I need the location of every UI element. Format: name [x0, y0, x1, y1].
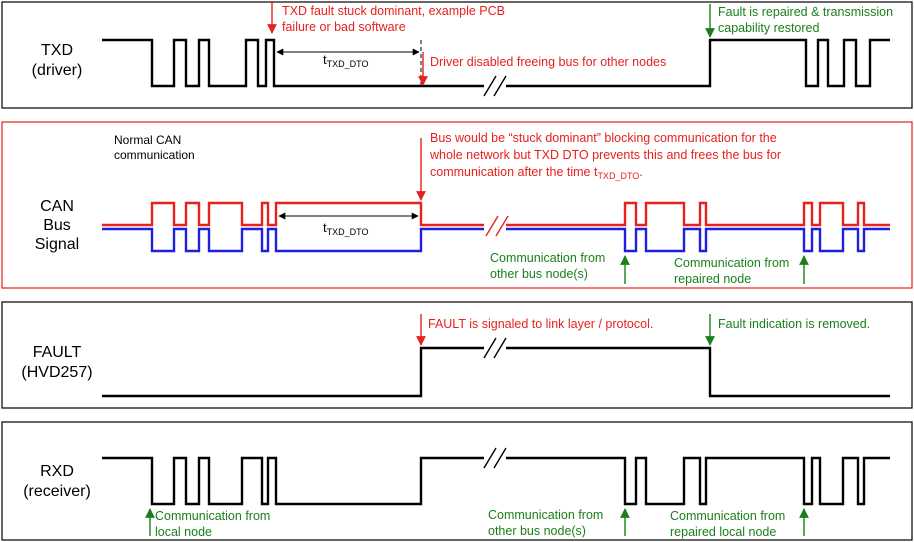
rxd-other-node-annotation-line2: other bus node(s)	[488, 524, 586, 538]
can-break-mark-1	[485, 215, 499, 237]
can-stuck-annotation-line2: whole network but TXD DTO prevents this …	[429, 148, 781, 162]
rxd-other-node-annotation-line1: Communication from	[488, 508, 603, 522]
can-normal-annotation-line2: communication	[114, 148, 195, 162]
rxd-label-line2: (receiver)	[23, 483, 91, 500]
rxd-waveform-part1	[102, 456, 484, 506]
rxd-break-mark-1	[483, 447, 497, 469]
rxd-repaired-node-annotation-line2: repaired local node	[670, 525, 776, 539]
fault-label-line2: (HVD257)	[21, 364, 92, 381]
rxd-waveform-part2	[506, 456, 890, 506]
can-normal-annotation-line1: Normal CAN	[114, 133, 181, 147]
txd-fault-annotation-line1: TXD fault stuck dominant, example PCB	[282, 4, 505, 18]
panel-fault: FAULT (HVD257) FAULT is signaled to link…	[1, 301, 913, 409]
panel-can-bus: CAN Bus Signal tTXD_DTO Normal CAN commu…	[1, 121, 913, 289]
canl-waveform-part1	[102, 227, 484, 253]
can-dto-label: tTXD_DTO	[323, 220, 368, 237]
panel-can-frame	[1, 121, 913, 289]
txd-break-mark-1	[483, 75, 497, 97]
panel-fault-frame	[1, 301, 913, 409]
can-label-line2: Bus	[43, 217, 71, 234]
panel-txd: TXD (driver) tTXD_DTO TXD fault stuck do…	[1, 1, 913, 109]
rxd-local-node-annotation-line1: Communication from	[155, 509, 270, 523]
rxd-local-node-annotation-line2: local node	[155, 525, 212, 539]
canh-waveform-part2	[506, 201, 890, 227]
can-stuck-annotation-line3: communication after the time tTXD_DTO.	[430, 165, 643, 181]
can-other-node-annotation-line2: other bus node(s)	[490, 267, 588, 281]
can-stuck-annotation-line1: Bus would be “stuck dominant” blocking c…	[430, 131, 777, 145]
txd-label-line2: (driver)	[32, 62, 83, 79]
fault-break-mark-2	[493, 337, 507, 359]
rxd-label-line1: RXD	[40, 463, 74, 480]
panel-txd-frame	[1, 1, 913, 109]
can-break-mark-2	[495, 215, 509, 237]
txd-repaired-annotation-line1: Fault is repaired & transmission	[718, 5, 893, 19]
can-repaired-node-annotation-line2: repaired node	[674, 272, 751, 286]
fault-break-mark-1	[483, 337, 497, 359]
canh-waveform-part1	[102, 201, 484, 227]
fault-signaled-annotation: FAULT is signaled to link layer / protoc…	[428, 317, 653, 331]
fault-waveform-part1	[102, 346, 484, 398]
txd-break-mark-2	[493, 75, 507, 97]
txd-repaired-annotation-line2: capability restored	[718, 21, 819, 35]
txd-fault-annotation-line2: failure or bad software	[282, 20, 406, 34]
panel-rxd-frame	[1, 421, 913, 541]
can-label-line3: Signal	[35, 236, 79, 253]
txd-label-line1: TXD	[41, 42, 73, 59]
fault-removed-annotation: Fault indication is removed.	[718, 317, 870, 331]
txd-disabled-annotation: Driver disabled freeing bus for other no…	[430, 55, 666, 69]
txd-dto-label: tTXD_DTO	[323, 52, 368, 69]
txd-waveform-part2	[506, 38, 890, 88]
can-label-line1: CAN	[40, 198, 74, 215]
fault-label-line1: FAULT	[33, 344, 82, 361]
can-repaired-node-annotation-line1: Communication from	[674, 256, 789, 270]
panel-rxd: RXD (receiver) Communication from local …	[1, 421, 913, 541]
txd-waveform-part1	[102, 38, 484, 88]
rxd-repaired-node-annotation-line1: Communication from	[670, 509, 785, 523]
fault-waveform-part2	[506, 346, 890, 398]
rxd-break-mark-2	[493, 447, 507, 469]
canl-waveform-part2	[506, 227, 890, 253]
can-other-node-annotation-line1: Communication from	[490, 251, 605, 265]
